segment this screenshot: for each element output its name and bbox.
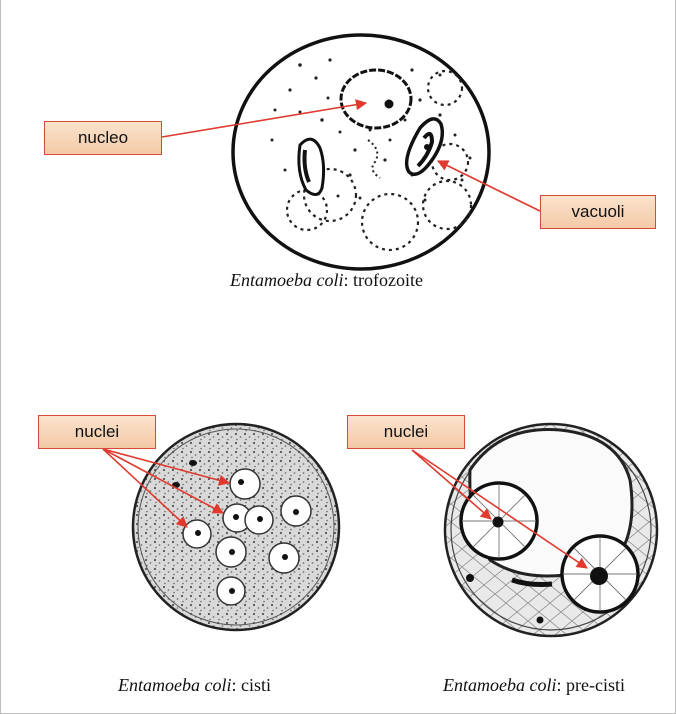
caption-trofozoite-stage: : trofozoite bbox=[343, 270, 422, 290]
precyst-cell bbox=[412, 424, 657, 636]
caption-precisti-stage: : pre-cisti bbox=[556, 675, 624, 695]
cyst-cell bbox=[103, 424, 339, 630]
trophozoite-food-vacuole-left bbox=[299, 139, 324, 194]
trophozoite-nucleus bbox=[341, 70, 411, 128]
caption-trofozoite-species: Entamoeba coli bbox=[230, 270, 343, 290]
caption-precisti-species: Entamoeba coli bbox=[443, 675, 556, 695]
label-nucleo: nucleo bbox=[44, 121, 162, 155]
label-vacuoli: vacuoli bbox=[540, 195, 656, 229]
caption-cisti-stage: : cisti bbox=[231, 675, 271, 695]
label-nuclei-precisti: nuclei bbox=[347, 415, 465, 449]
caption-cisti: Entamoeba coli: cisti bbox=[118, 675, 271, 696]
trophozoite-cell bbox=[162, 35, 540, 269]
caption-precisti: Entamoeba coli: pre-cisti bbox=[443, 675, 625, 696]
precyst-nucleus-left bbox=[461, 483, 537, 559]
caption-trofozoite: Entamoeba coli: trofozoite bbox=[230, 270, 423, 291]
trophozoite-membrane bbox=[233, 35, 489, 269]
precyst-nucleus-right bbox=[562, 536, 638, 612]
caption-cisti-species: Entamoeba coli bbox=[118, 675, 231, 695]
label-nuclei-cisti: nuclei bbox=[38, 415, 156, 449]
